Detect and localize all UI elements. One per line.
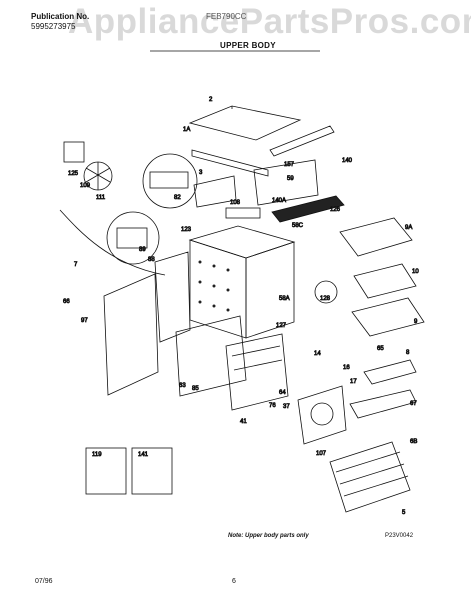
label-1a: 1A bbox=[183, 127, 190, 133]
label-37: 37 bbox=[283, 404, 290, 410]
figure-code: P23V0042 bbox=[385, 533, 414, 539]
label-14: 14 bbox=[314, 351, 321, 357]
broil-pan bbox=[351, 297, 425, 337]
label-16: 16 bbox=[343, 365, 350, 371]
side-panel bbox=[154, 251, 191, 343]
label-119: 119 bbox=[92, 452, 102, 458]
label-2: 2 bbox=[209, 97, 213, 103]
label-89: 89 bbox=[139, 247, 146, 253]
detail-circle-89 bbox=[106, 211, 160, 265]
label-157: 157 bbox=[284, 162, 295, 168]
oven-rack-9a bbox=[339, 217, 413, 257]
section-title: UPPER BODY bbox=[220, 41, 276, 50]
label-82: 82 bbox=[174, 195, 181, 201]
broil-element bbox=[349, 389, 417, 419]
label-5: 5 bbox=[402, 510, 406, 516]
label-76: 76 bbox=[269, 403, 276, 409]
part-126 bbox=[314, 280, 338, 304]
front-rail bbox=[191, 149, 269, 177]
cavity-left bbox=[189, 239, 247, 339]
control-bracket bbox=[193, 175, 237, 208]
watermark-text: AppliancePartsPros.com bbox=[68, 2, 471, 41]
label-66: 66 bbox=[63, 299, 70, 305]
bottom-rack bbox=[329, 441, 411, 513]
oven-door-inner bbox=[225, 333, 289, 411]
cavity-top bbox=[188, 225, 296, 259]
label-140: 140 bbox=[342, 158, 353, 164]
label-9a: 9A bbox=[405, 225, 412, 231]
vent-tube bbox=[269, 125, 335, 157]
label-8: 8 bbox=[406, 350, 410, 356]
detail-circle-82 bbox=[142, 153, 198, 209]
inset-119 bbox=[85, 447, 127, 495]
back-panel bbox=[103, 273, 159, 396]
label-65: 65 bbox=[377, 346, 384, 352]
label-109: 109 bbox=[80, 183, 91, 189]
label-111: 111 bbox=[96, 195, 106, 201]
label-67: 67 bbox=[410, 401, 417, 407]
oven-rack-10 bbox=[353, 263, 417, 299]
fan-motor bbox=[63, 141, 85, 163]
label-128: 128 bbox=[320, 296, 331, 302]
label-7: 7 bbox=[74, 262, 78, 268]
label-41: 41 bbox=[240, 419, 247, 425]
label-107: 107 bbox=[316, 451, 327, 457]
cavity-holes bbox=[198, 260, 230, 312]
label-6b: 6B bbox=[410, 439, 417, 445]
label-64: 64 bbox=[279, 390, 286, 396]
rating-plate bbox=[271, 195, 345, 223]
page-number: 6 bbox=[232, 578, 236, 585]
label-17: 17 bbox=[350, 379, 357, 385]
sensor-strip bbox=[225, 207, 261, 219]
cavity-right bbox=[245, 241, 295, 339]
publication-number: 5995273975 bbox=[31, 22, 76, 31]
publication-label: Publication No. bbox=[31, 12, 90, 21]
terminal-block bbox=[149, 171, 189, 189]
label-123: 123 bbox=[181, 227, 192, 233]
label-126: 126 bbox=[330, 207, 341, 213]
fan-shroud bbox=[297, 385, 347, 445]
top-panel bbox=[188, 105, 302, 141]
label-125: 125 bbox=[68, 171, 79, 177]
label-88: 88 bbox=[148, 257, 155, 263]
label-97: 97 bbox=[81, 318, 88, 324]
label-108: 108 bbox=[230, 200, 241, 206]
footer-date: 07/96 bbox=[35, 578, 53, 585]
bake-element bbox=[363, 359, 417, 385]
label-127: 127 bbox=[276, 323, 287, 329]
label-3: 3 bbox=[199, 170, 203, 176]
oven-frame bbox=[175, 315, 247, 397]
label-85: 85 bbox=[192, 386, 199, 392]
back-bracket bbox=[253, 159, 319, 206]
label-59: 59 bbox=[287, 176, 294, 182]
label-63: 63 bbox=[179, 383, 186, 389]
label-9: 9 bbox=[414, 319, 418, 325]
label-58c: 58C bbox=[292, 223, 304, 229]
inset-141 bbox=[131, 447, 173, 495]
footnote: Note: Upper body parts only bbox=[228, 533, 309, 539]
label-140a: 140A bbox=[272, 198, 286, 204]
leader-arrow bbox=[59, 209, 166, 276]
label-10: 10 bbox=[412, 269, 419, 275]
label-58a: 58A bbox=[279, 296, 290, 302]
model-number: FEB790CC bbox=[206, 12, 247, 21]
label-141: 141 bbox=[138, 452, 149, 458]
